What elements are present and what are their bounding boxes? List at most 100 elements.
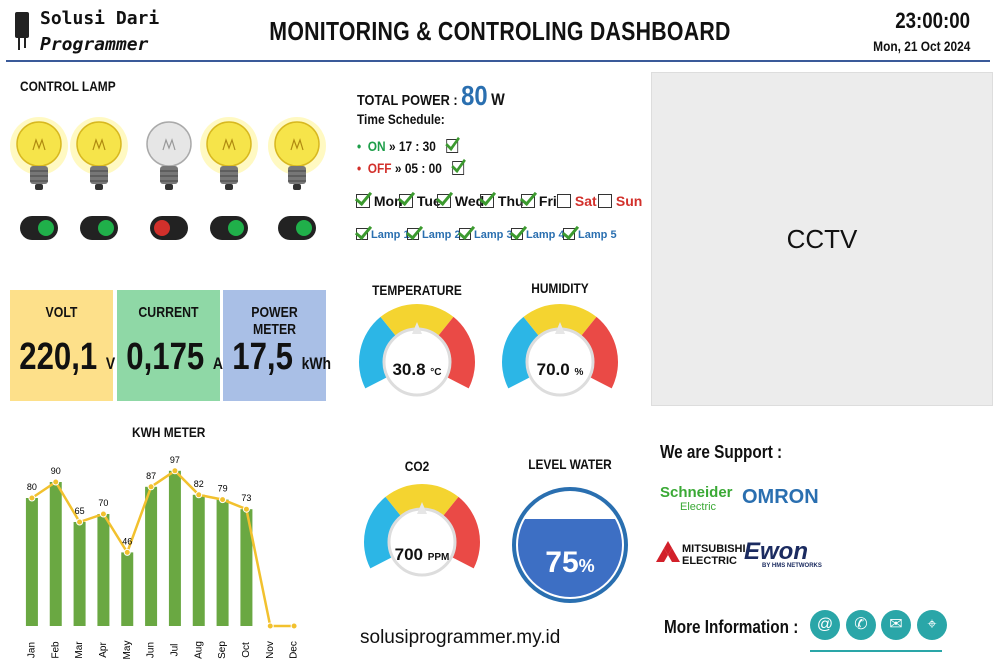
day-checkbox-wed[interactable]: Wed [437,193,484,209]
website-link[interactable]: solusiprogrammer.my.id [360,627,561,648]
day-label: Wed [451,193,485,209]
kwh-bar-mar [73,522,86,626]
checkbox-icon [407,228,419,240]
day-checkbox-sun[interactable]: Sun [598,193,642,209]
phone-icon[interactable]: ✆ [846,610,876,640]
current-value: 0,175 A [126,336,223,378]
schedule-on-time: » 17 : 30 [388,138,436,154]
volt-card: VOLT 220,1 V [10,290,116,401]
cctv-view[interactable] [651,72,993,406]
kwh-tick-label: Apr [98,642,109,658]
clock-time: 23:00:00 [895,8,970,33]
checkbox-icon [511,228,523,240]
kwh-tick-label: May [122,641,133,660]
current-card: CURRENT 0,175 A [117,290,223,401]
lamp-toggle-switch[interactable] [20,216,58,240]
kwh-bar-aug [192,494,205,626]
lamp-checkbox-2[interactable]: Lamp 2 [407,228,461,241]
toggle-indicator [296,220,312,236]
total-power: TOTAL POWER : 80 W [357,80,505,112]
day-label: Fri [535,193,557,209]
schedule-off-label: OFF [367,160,392,176]
kwh-bar-may [121,552,134,626]
level-water-value: 75% [545,546,595,579]
volt-value: 220,1 V [19,336,116,378]
email-icon[interactable]: @ [810,610,840,640]
kwh-data-label: 82 [194,479,204,489]
kwh-point [171,467,179,475]
gauge-arc-mid [380,304,454,336]
kwh-tick-label: Mar [74,641,85,659]
total-power-label: TOTAL POWER : [357,92,458,109]
mitsubishi-logo: MITSUBISHI ELECTRIC [682,543,746,567]
day-checkbox-tue[interactable]: Tue [399,193,441,209]
header-divider [6,60,990,62]
checkbox-icon [557,194,571,208]
brand-capacitor-icon [15,12,29,50]
checkbox-icon [399,194,413,208]
kwh-bar-jun [145,486,158,626]
lamp-toggle-switch[interactable] [210,216,248,240]
toggle-indicator [154,220,170,236]
lamp-checkbox-5[interactable]: Lamp 5 [563,228,617,241]
schedule-off-row: • OFF » 05 : 00 [357,160,464,176]
day-checkbox-thu[interactable]: Thu [480,193,524,209]
kwh-bar-jul [168,470,181,626]
clock-date: Mon, 21 Oct 2024 [872,38,970,54]
omron-logo: OMRON [742,486,819,508]
lamp-toggle-switch[interactable] [150,216,188,240]
lamp-toggle-switch[interactable] [278,216,316,240]
day-label: Sun [612,193,643,209]
lamp-checkbox-4[interactable]: Lamp 4 [511,228,565,241]
volt-unit: V [105,354,116,373]
day-label: Mon [370,193,403,209]
kwh-point [52,478,60,486]
toggle-indicator [228,220,244,236]
kwh-point [266,622,274,630]
gauge-center [387,507,457,577]
current-label: CURRENT [138,304,199,321]
lamp-toggle-switch[interactable] [80,216,118,240]
kwh-tick-label: Aug [193,641,204,659]
kwh-tick-label: Sep [217,641,228,659]
schedule-on-row: • ON » 17 : 30 [357,138,458,154]
power-meter-card: POWER METER 17,5 kWh [223,290,331,401]
schedule-on-checkbox[interactable] [445,139,458,153]
kwh-tick-label: Jan [27,642,38,658]
total-power-value: 80 [461,80,488,111]
day-label: Tue [413,193,441,209]
kwh-data-label: 65 [75,506,85,516]
kwh-line [31,469,295,628]
co2-title: CO2 [404,458,430,474]
gauge-needle-icon [555,322,565,334]
schneider-name: Schneider [660,484,733,501]
gauge-arc-mid [385,484,459,516]
lamp-checkbox-1[interactable]: Lamp 1 [356,228,410,241]
schedule-off-checkbox[interactable] [451,161,464,175]
schedule-off-time: » 05 : 00 [394,160,442,176]
lamp-bulb-icon [70,117,128,190]
kwh-bar-apr [97,514,110,626]
lamp-bulb-icon [146,121,192,190]
lamp-bulb-icon [200,117,258,190]
lamp-checkbox-3[interactable]: Lamp 3 [459,228,513,241]
mail-icon[interactable]: ✉ [881,610,911,640]
mitsubishi-sub: ELECTRIC [682,555,737,567]
day-checkbox-sat[interactable]: Sat [557,193,597,209]
toggle-indicator [38,220,54,236]
humidity-value: 70.0 % [536,360,584,379]
kwh-data-label: 46 [122,536,132,546]
ewon-logo: Ewon [744,538,808,565]
schneider-sub: Electric [680,501,717,513]
day-checkbox-fri[interactable]: Fri [521,193,557,209]
kwh-point [290,622,298,630]
kwh-bar-feb [49,482,62,626]
gauge-arc-mid [523,304,597,336]
day-checkbox-mon[interactable]: Mon [356,193,403,209]
checkbox-icon [437,194,451,208]
ewon-sub: BY HMS NETWORKS [762,563,822,569]
temperature-title: TEMPERATURE [372,282,462,298]
kwh-bar-sep [216,499,229,626]
location-icon[interactable]: ⌖ [917,610,947,640]
kwh-data-label: 90 [51,466,61,476]
